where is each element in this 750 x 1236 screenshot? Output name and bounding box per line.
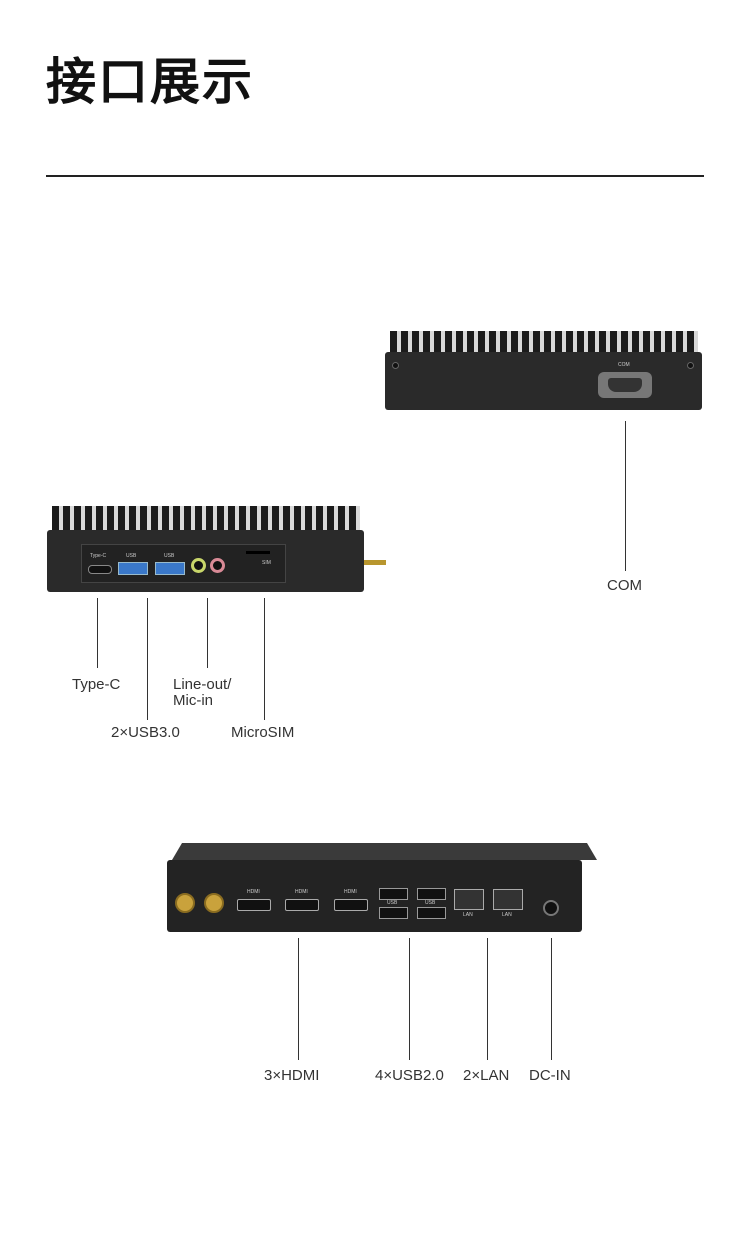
sim-slot: [246, 551, 270, 554]
callout-line-usb3: [147, 598, 148, 720]
hdmi-mark: HDMI: [295, 889, 308, 895]
usb-mark: USB: [164, 553, 175, 559]
hdmi-port: [334, 899, 368, 911]
hdmi-mark: HDMI: [344, 889, 357, 895]
hdmi-port: [285, 899, 319, 911]
usb3-port: [155, 562, 185, 575]
callout-line-audio: [207, 598, 208, 668]
typec-mark: Type-C: [90, 553, 107, 559]
usb3-port: [118, 562, 148, 575]
label-usb2: 4×USB2.0: [375, 1067, 444, 1084]
device-body: [385, 352, 702, 410]
screw-icon: [392, 362, 399, 369]
antenna-connector: [364, 560, 386, 565]
heatsink-fins: [52, 506, 360, 531]
divider: [46, 175, 704, 177]
lan-mark: LAN: [463, 912, 473, 918]
usb2-port: [379, 888, 408, 900]
lan-port: [493, 889, 523, 910]
callout-line-usb2: [409, 938, 410, 1060]
typec-port: [88, 565, 112, 574]
mic-in-jack: [210, 558, 225, 573]
label-hdmi: 3×HDMI: [264, 1067, 320, 1084]
usb2-port: [417, 907, 446, 919]
label-lan: 2×LAN: [463, 1067, 510, 1084]
com-port-mark: COM: [618, 362, 630, 368]
usb2-port: [379, 907, 408, 919]
label-mic-in: Mic-in: [173, 692, 213, 709]
com-port: [598, 372, 652, 398]
antenna-connector: [175, 893, 195, 913]
line-out-jack: [191, 558, 206, 573]
device-top-panel: [172, 843, 597, 860]
usb-mark: USB: [126, 553, 137, 559]
label-dcin: DC-IN: [529, 1067, 571, 1084]
callout-line-com: [625, 421, 626, 571]
callout-line-hdmi: [298, 938, 299, 1060]
callout-line-sim: [264, 598, 265, 720]
antenna-connector: [204, 893, 224, 913]
lan-mark: LAN: [502, 912, 512, 918]
hdmi-port: [237, 899, 271, 911]
usb2-port: [417, 888, 446, 900]
callout-line-lan: [487, 938, 488, 1060]
sim-mark: SIM: [262, 560, 271, 566]
callout-line-dcin: [551, 938, 552, 1060]
usb-mark: USB: [425, 900, 436, 906]
heatsink-fins: [390, 331, 698, 353]
label-microsim: MicroSIM: [231, 724, 295, 741]
callout-line-typec: [97, 598, 98, 668]
screw-icon: [687, 362, 694, 369]
label-usb3: 2×USB3.0: [111, 724, 180, 741]
label-line-out: Line-out/: [173, 676, 232, 693]
hdmi-mark: HDMI: [247, 889, 260, 895]
lan-port: [454, 889, 484, 910]
label-typec: Type-C: [72, 676, 121, 693]
label-com: COM: [607, 577, 642, 594]
usb-mark: USB: [387, 900, 398, 906]
page-title: 接口展示: [46, 53, 254, 111]
dc-in-jack: [543, 900, 559, 916]
